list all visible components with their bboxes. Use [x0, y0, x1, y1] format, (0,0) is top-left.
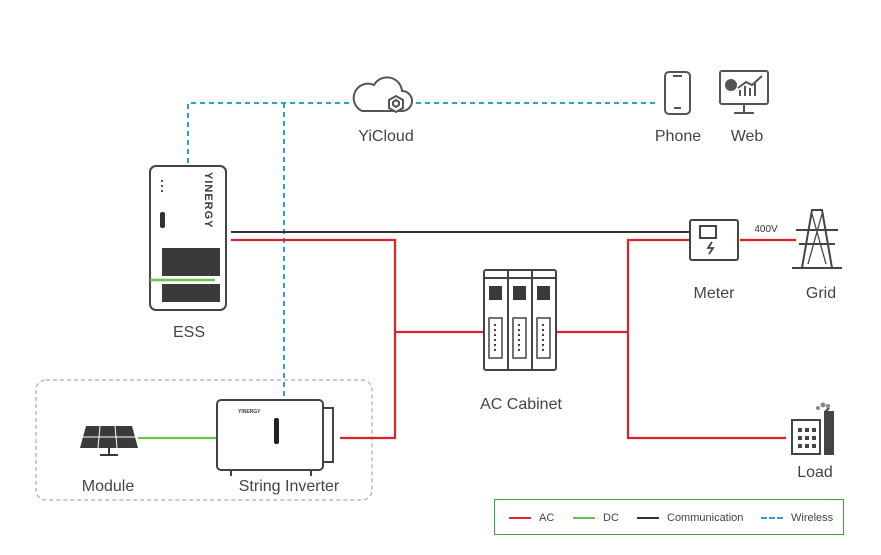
legend-label-dc: DC	[603, 512, 619, 524]
web-monitor-icon	[719, 70, 769, 114]
inverter-brand-label: YINERGY	[238, 409, 261, 415]
legend-item-communication: Communication	[637, 511, 743, 525]
grid-label: Grid	[805, 285, 837, 302]
string-inverter-unit	[216, 399, 334, 476]
meter-label: Meter	[693, 285, 735, 302]
load-label: Load	[797, 464, 833, 481]
ess-label: ESS	[172, 324, 206, 341]
solar-module-icon	[80, 425, 138, 456]
cloud-label: YiCloud	[358, 128, 414, 145]
legend-item-wireless: Wireless	[761, 511, 833, 525]
legend-label-ac: AC	[539, 512, 555, 524]
legend-swatch-ac	[509, 517, 531, 519]
legend-label-wireless: Wireless	[791, 512, 834, 524]
ess-brand-label: YINERGY	[202, 172, 214, 229]
web-label: Web	[730, 128, 764, 145]
load-factory-icon	[791, 402, 834, 455]
voltage-label: 400V	[754, 224, 778, 235]
ac-lines	[231, 238, 796, 440]
legend-item-ac: AC	[509, 511, 554, 525]
legend-label-communication: Communication	[667, 512, 744, 524]
grid-tower-icon	[792, 209, 842, 269]
ac-cabinet-unit	[483, 269, 557, 371]
string-inverter-label: String Inverter	[238, 478, 340, 495]
wireless-lines	[187, 102, 658, 398]
module-label: Module	[81, 478, 135, 495]
pv-group-box	[35, 379, 373, 501]
legend: AC DC Communication Wireless	[494, 499, 844, 535]
ac-cabinet-label: AC Cabinet	[480, 396, 562, 413]
legend-item-dc: DC	[573, 511, 619, 525]
ess-unit	[149, 165, 227, 311]
ac-cabinet-details	[488, 286, 551, 359]
legend-swatch-wireless	[761, 517, 783, 519]
legend-swatch-dc	[573, 517, 595, 519]
legend-swatch-communication	[637, 517, 659, 519]
meter-icon	[689, 219, 739, 261]
phone-icon	[664, 71, 691, 115]
cloud-icon	[352, 76, 413, 114]
phone-label: Phone	[654, 128, 702, 145]
